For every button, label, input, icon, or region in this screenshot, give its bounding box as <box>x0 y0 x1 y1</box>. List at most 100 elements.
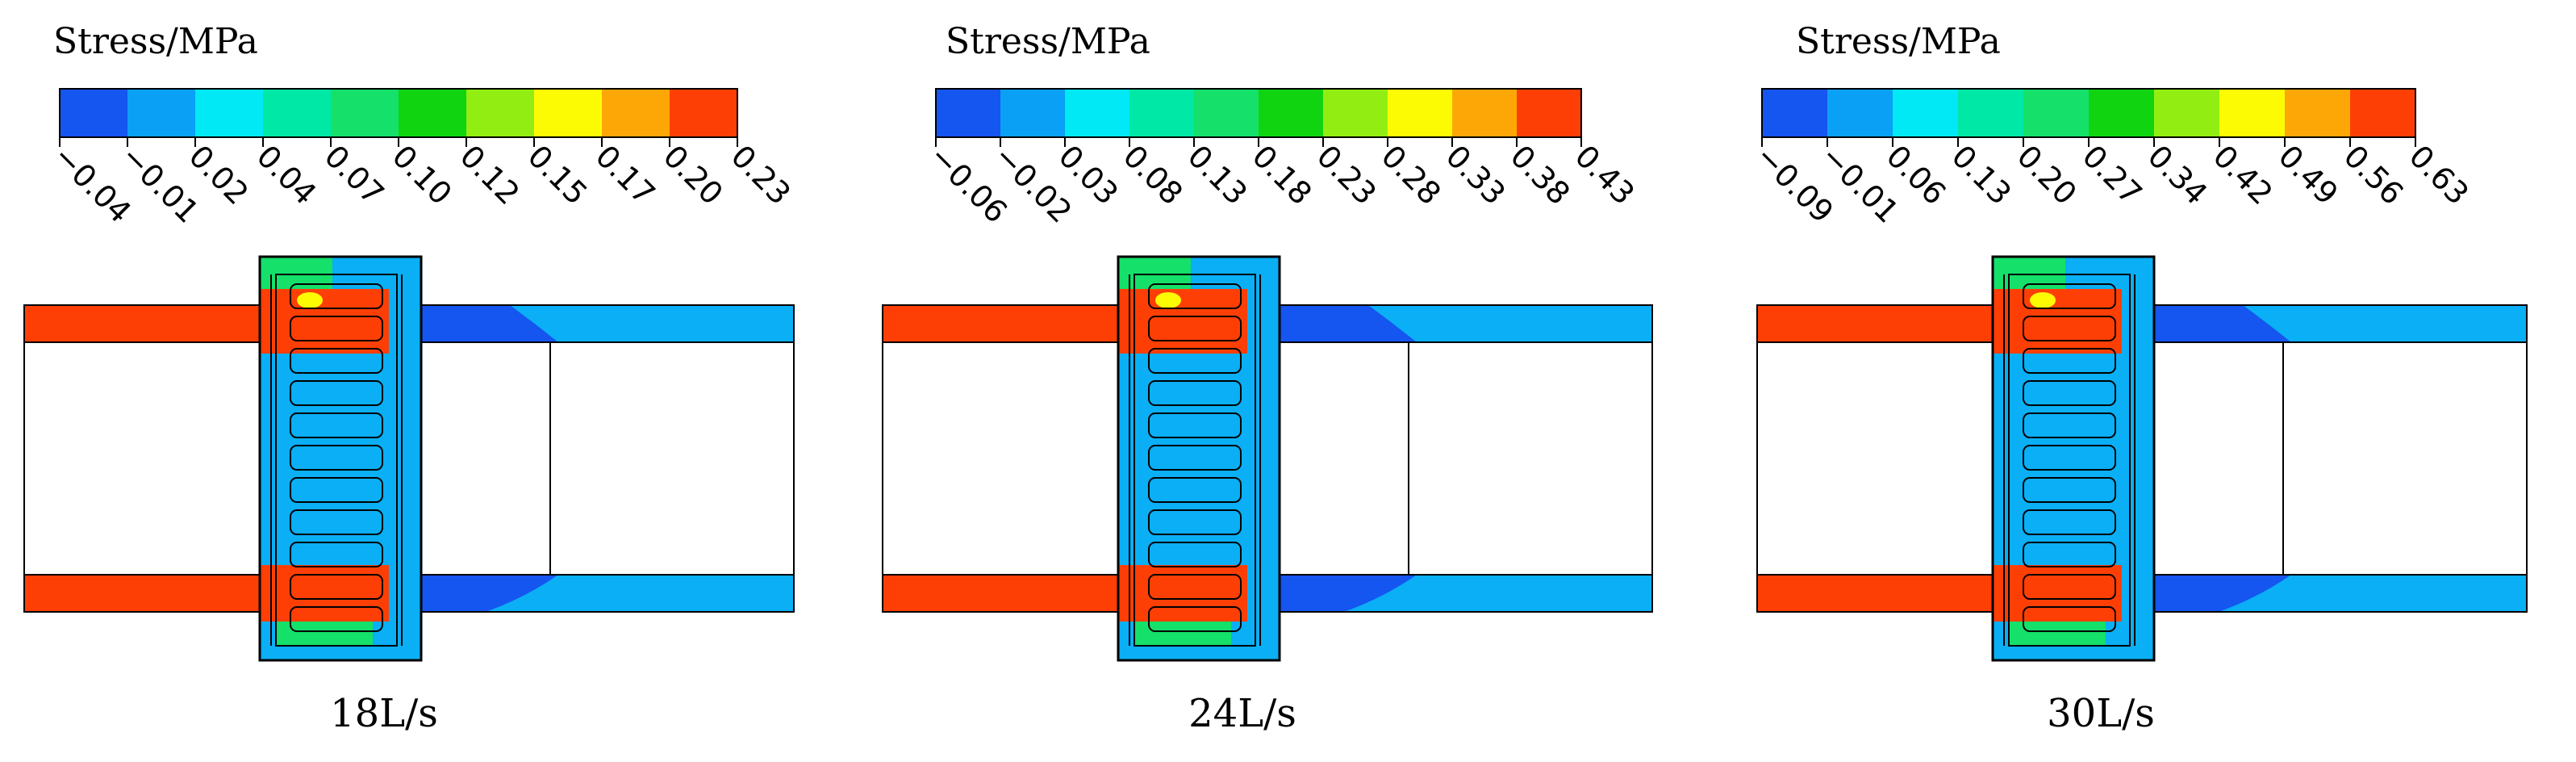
rotor-slot <box>1148 542 1242 567</box>
tick-label: 0.07 <box>318 138 391 211</box>
rotor-slot <box>2023 509 2116 535</box>
rotor-slot <box>2023 283 2116 309</box>
stress-contour-figure: Stress/MPa −0.04−0.010.020.040.070.100.1… <box>23 21 798 736</box>
flow-rate-caption: 18L/s <box>330 691 438 736</box>
tick-label: 0.04 <box>250 138 324 211</box>
model-cross-section <box>882 255 1653 662</box>
colorbar-ticks: −0.06−0.020.030.080.130.180.230.280.330.… <box>923 137 1642 230</box>
low-stress-zone-top <box>1280 305 1417 342</box>
rotor-slot <box>290 445 383 471</box>
colorbar-segment <box>1065 89 1130 137</box>
colorbar-segment <box>1827 89 1893 137</box>
colorbar-ticks: −0.04−0.010.020.040.070.100.120.150.170.… <box>47 137 798 230</box>
rotor-frame <box>2008 274 2131 647</box>
low-stress-zone-bottom <box>421 575 558 612</box>
legend-title: Stress/MPa <box>1796 21 2001 62</box>
tool-high-stress-zone <box>1993 565 2122 622</box>
tick-label: 0.63 <box>2403 138 2476 211</box>
colorbar-segment <box>1762 89 1828 137</box>
colorbar-segment <box>1000 89 1066 137</box>
tick-label: 0.10 <box>386 138 459 211</box>
tick-label: 0.13 <box>1181 138 1255 211</box>
stress-hotspot <box>2030 292 2056 308</box>
stress-contour-figure: Stress/MPa −0.09−0.010.060.130.200.270.3… <box>1749 21 2528 736</box>
tool-high-stress-zone <box>1118 565 1247 622</box>
inlet-pipe-bottom <box>1757 575 2009 612</box>
rotor-slot <box>290 477 383 503</box>
rotor-frame <box>1134 274 1256 647</box>
low-stress-zone-top <box>2154 305 2291 342</box>
tick-label: 0.15 <box>521 138 595 211</box>
legend-title: Stress/MPa <box>946 21 1150 62</box>
colorbar-segment <box>60 89 128 137</box>
inlet-pipe-bottom <box>24 575 276 612</box>
tick-label: 0.13 <box>1945 138 2019 211</box>
flow-rate-caption: 24L/s <box>1188 691 1296 736</box>
tick-label: 0.23 <box>1310 138 1384 211</box>
colorbar <box>935 88 1582 138</box>
rotor-slot <box>2023 574 2116 600</box>
colorbar-segment <box>331 89 399 137</box>
tick-label: 0.43 <box>1568 138 1642 211</box>
colorbar-segment <box>1893 89 1959 137</box>
colorbar-segment <box>936 89 1001 137</box>
colorbar-segment <box>127 89 196 137</box>
colorbar-segment <box>1388 89 1453 137</box>
stress-hotspot <box>297 292 323 308</box>
tick-label: 0.20 <box>2010 138 2084 211</box>
tick-label: 0.34 <box>2141 138 2215 211</box>
rotor-slot <box>2023 606 2116 632</box>
rotor-slot <box>1148 348 1242 374</box>
colorbar-ticks: −0.09−0.010.060.130.200.270.340.420.490.… <box>1749 137 2476 230</box>
rotor-slot <box>2023 316 2116 341</box>
low-stress-zone-top <box>421 305 558 342</box>
colorbar-segment <box>263 89 332 137</box>
colorbar-segment <box>2350 89 2416 137</box>
rotor-slot <box>1148 509 1242 535</box>
tick-label: 0.08 <box>1117 138 1190 211</box>
colorbar-segment <box>195 89 264 137</box>
low-stress-zone-bottom <box>2154 575 2291 612</box>
rotor-slot <box>290 412 383 438</box>
tool-high-stress-zone <box>260 289 389 354</box>
tool-outline <box>258 255 423 662</box>
tick-label: 0.18 <box>1246 138 1319 211</box>
rotor-slot <box>290 316 383 341</box>
rotor-slot <box>290 606 383 632</box>
colorbar-segment <box>2285 89 2351 137</box>
tick-label: 0.20 <box>657 138 730 211</box>
colorbar-segment <box>2154 89 2220 137</box>
colorbar-segment <box>1517 89 1582 137</box>
colorbar-segment <box>2089 89 2155 137</box>
tick-label: 0.49 <box>2272 138 2345 211</box>
rotor-slot <box>2023 445 2116 471</box>
tick-label: 0.38 <box>1504 138 1577 211</box>
rotor-slot <box>1148 412 1242 438</box>
tool-high-stress-zone <box>1993 289 2122 354</box>
colorbar-segment <box>670 89 738 137</box>
colorbar-segment <box>466 89 535 137</box>
rotor-slot <box>290 574 383 600</box>
tick-label: 0.42 <box>2207 138 2280 211</box>
rotor-slot <box>1148 445 1242 471</box>
rotor-slot <box>1148 606 1242 632</box>
rotor-slot <box>1148 380 1242 406</box>
tick-label: 0.56 <box>2337 138 2411 211</box>
tool-outline <box>1117 255 1281 662</box>
tick-label: 0.28 <box>1375 138 1448 211</box>
rotor-slot <box>290 509 383 535</box>
rotor-slot <box>2023 542 2116 567</box>
rotor-slot <box>2023 380 2116 406</box>
rotor-slot <box>2023 348 2116 374</box>
colorbar-segment <box>1452 89 1518 137</box>
rotor-slot <box>2023 477 2116 503</box>
flow-rate-caption: 30L/s <box>2047 691 2155 736</box>
tool-outline <box>1991 255 2156 662</box>
tick-label: −0.01 <box>115 138 206 229</box>
stress-hotspot <box>1155 292 1181 308</box>
rotor-slot <box>290 283 383 309</box>
colorbar-segment <box>2023 89 2090 137</box>
